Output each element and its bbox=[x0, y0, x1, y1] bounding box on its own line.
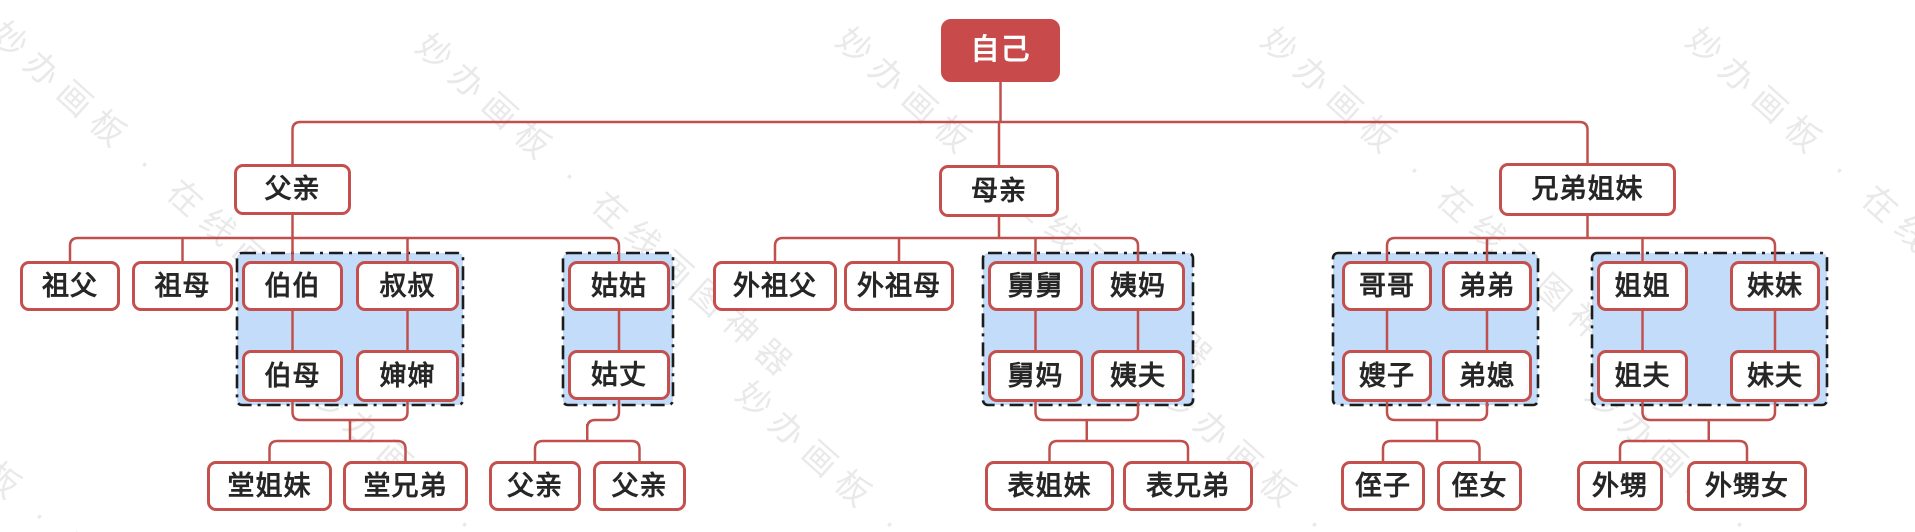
connector bbox=[533, 424, 641, 467]
node-waishengnv[interactable]: 外甥女 bbox=[1687, 461, 1807, 511]
connector bbox=[1034, 397, 1140, 422]
connector bbox=[586, 395, 621, 429]
node-zhinv[interactable]: 侄女 bbox=[1437, 461, 1522, 511]
node-saozi[interactable]: 嫂子 bbox=[1342, 350, 1432, 402]
node-yifu[interactable]: 姨夫 bbox=[1091, 350, 1185, 402]
node-guzhang[interactable]: 姑丈 bbox=[568, 350, 670, 400]
node-tangjiemei[interactable]: 堂姐妹 bbox=[207, 461, 332, 511]
connector bbox=[291, 78, 1589, 170]
node-gugu[interactable]: 姑姑 bbox=[568, 261, 670, 311]
node-jiujiu[interactable]: 舅舅 bbox=[988, 261, 1083, 311]
node-biaoxiongdi[interactable]: 表兄弟 bbox=[1123, 461, 1253, 511]
connector bbox=[68, 211, 621, 267]
node-gege[interactable]: 哥哥 bbox=[1342, 261, 1432, 311]
node-bobo[interactable]: 伯伯 bbox=[242, 261, 343, 311]
node-meifu[interactable]: 妹夫 bbox=[1730, 350, 1820, 402]
connector bbox=[773, 213, 1140, 267]
connector bbox=[1385, 397, 1489, 422]
node-waizufu[interactable]: 外祖父 bbox=[713, 261, 837, 311]
node-xiongdijiemei[interactable]: 兄弟姐妹 bbox=[1499, 163, 1676, 216]
node-jiejie[interactable]: 姐姐 bbox=[1597, 261, 1688, 311]
node-shushu[interactable]: 叔叔 bbox=[356, 261, 459, 311]
connector bbox=[1618, 420, 1749, 467]
connector bbox=[1381, 420, 1481, 467]
connector bbox=[1385, 212, 1777, 267]
node-yima[interactable]: 姨妈 bbox=[1091, 261, 1185, 311]
node-jiuma[interactable]: 舅妈 bbox=[988, 350, 1083, 402]
node-muqin[interactable]: 母亲 bbox=[939, 165, 1059, 217]
node-zumu[interactable]: 祖母 bbox=[132, 261, 233, 311]
node-waisheng[interactable]: 外甥 bbox=[1577, 461, 1663, 511]
node-ziji[interactable]: 自己 bbox=[941, 19, 1060, 82]
node-fuqin_child_2[interactable]: 父亲 bbox=[593, 461, 686, 511]
node-didi[interactable]: 弟弟 bbox=[1442, 261, 1532, 311]
node-bomu[interactable]: 伯母 bbox=[242, 350, 343, 402]
node-meimei[interactable]: 妹妹 bbox=[1730, 261, 1820, 311]
connector bbox=[1048, 420, 1190, 467]
node-shenshen[interactable]: 婶婶 bbox=[356, 350, 459, 402]
node-jiefu[interactable]: 姐夫 bbox=[1597, 350, 1688, 402]
node-dixi[interactable]: 弟媳 bbox=[1442, 350, 1532, 402]
node-fuqin_child_1[interactable]: 父亲 bbox=[489, 461, 581, 511]
connector bbox=[291, 397, 409, 422]
node-zhizi[interactable]: 侄子 bbox=[1341, 461, 1425, 511]
node-zufu[interactable]: 祖父 bbox=[20, 261, 120, 311]
node-tangxiongdi[interactable]: 堂兄弟 bbox=[343, 461, 468, 511]
connector bbox=[1641, 397, 1777, 422]
connector bbox=[268, 420, 407, 467]
node-biaojiemei[interactable]: 表姐妹 bbox=[985, 461, 1114, 511]
node-waizumu[interactable]: 外祖母 bbox=[844, 261, 954, 311]
node-fuqin[interactable]: 父亲 bbox=[234, 164, 351, 215]
